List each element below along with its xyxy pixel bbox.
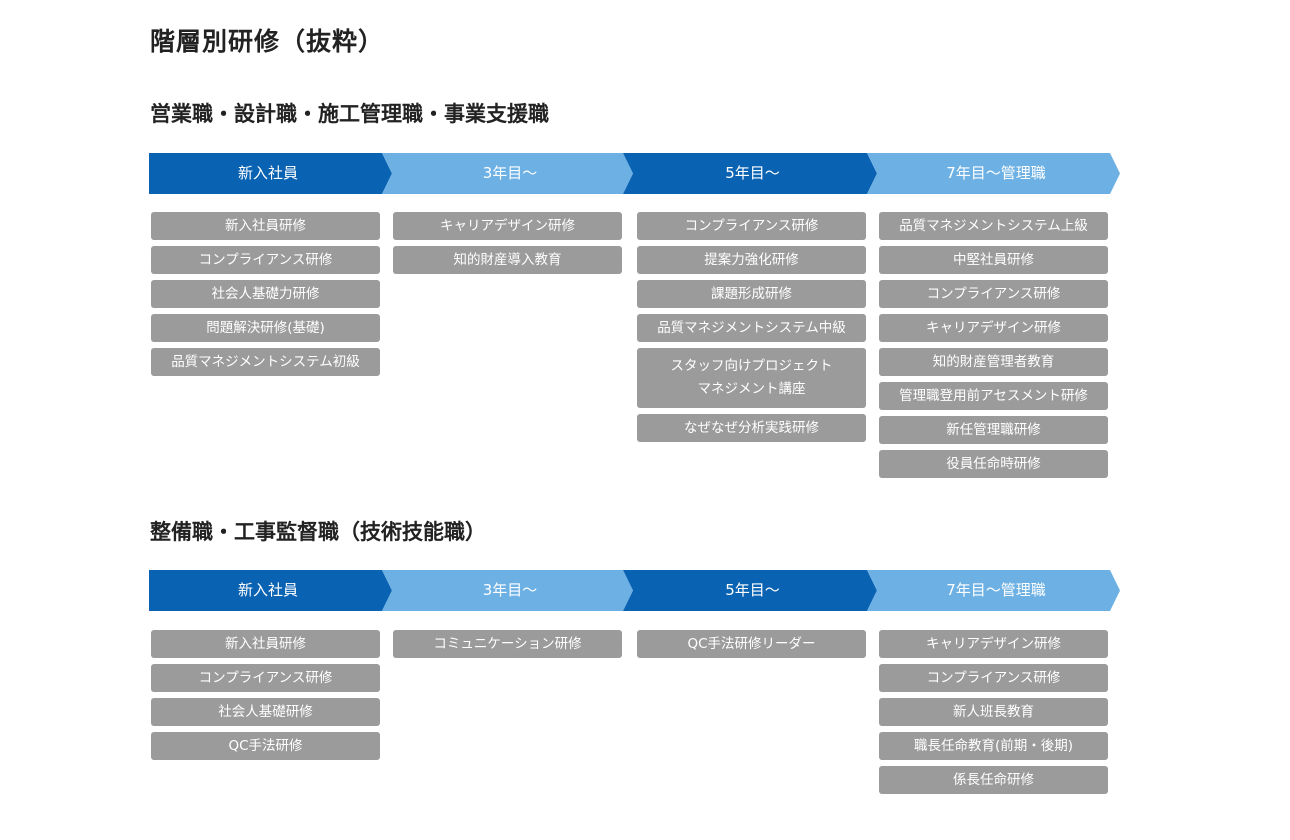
stage-label-new-employee: 新入社員: [237, 164, 298, 182]
stage-arrow-2: [382, 570, 633, 611]
stage-label-year-7-manager: 7年目〜管理職: [946, 164, 1046, 182]
course-box: キャリアデザイン研修: [879, 314, 1108, 342]
stage-arrow-2: [382, 153, 633, 194]
course-box: 知的財産管理者教育: [879, 348, 1108, 376]
course-box: コンプライアンス研修: [151, 246, 380, 274]
course-box: 役員任命時研修: [879, 450, 1108, 478]
stage-arrow-1: [149, 570, 392, 611]
course-box: QC手法研修リーダー: [637, 630, 866, 658]
course-box: 新任管理職研修: [879, 416, 1108, 444]
course-box: 社会人基礎力研修: [151, 280, 380, 308]
stage-arrow-3: [623, 570, 877, 611]
stage-arrow-1: [149, 153, 392, 194]
stage-label-year-3: 3年目〜: [482, 164, 538, 182]
page-title: 階層別研修（抜粋）: [150, 27, 385, 56]
section-title-technical: 整備職・工事監督職（技術技能職）: [150, 520, 486, 544]
course-box: 社会人基礎研修: [151, 698, 380, 726]
course-box: 新入社員研修: [151, 630, 380, 658]
stage-flow-sales: 新入社員 3年目〜 5年目〜 7年目〜管理職: [149, 153, 1120, 194]
course-box: 係長任命研修: [879, 766, 1108, 794]
course-box: キャリアデザイン研修: [393, 212, 622, 240]
course-column: キャリアデザイン研修知的財産導入教育: [393, 212, 622, 280]
course-column: 新入社員研修コンプライアンス研修社会人基礎研修 QC手法研修: [151, 630, 380, 766]
stage-arrow-4: [867, 570, 1120, 611]
stage-arrow-3: [623, 153, 877, 194]
course-box: 品質マネジメントシステム初級: [151, 348, 380, 376]
course-box: 中堅社員研修: [879, 246, 1108, 274]
course-box: コンプライアンス研修: [879, 280, 1108, 308]
stage-arrows: [149, 570, 1120, 611]
course-box: 知的財産導入教育: [393, 246, 622, 274]
course-box: 新人班長教育: [879, 698, 1108, 726]
stage-label-year-3: 3年目〜: [482, 581, 538, 599]
stage-flow-technical: 新入社員 3年目〜 5年目〜 7年目〜管理職: [149, 570, 1120, 611]
course-column: コミュニケーション研修: [393, 630, 622, 664]
course-column: キャリアデザイン研修コンプライアンス研修新人班長教育職長任命教育(前期・後期) 係…: [879, 630, 1108, 800]
course-box: コンプライアンス研修: [879, 664, 1108, 692]
course-box: コンプライアンス研修: [637, 212, 866, 240]
course-box: キャリアデザイン研修: [879, 630, 1108, 658]
stage-arrow-4: [867, 153, 1120, 194]
course-box: 提案力強化研修: [637, 246, 866, 274]
course-box: なぜなぜ分析実践研修: [637, 414, 866, 442]
course-box: 品質マネジメントシステム上級: [879, 212, 1108, 240]
section-title-sales: 営業職・設計職・施工管理職・事業支援職: [150, 102, 549, 126]
stage-label-year-5: 5年目〜: [725, 581, 780, 599]
course-box: 新入社員研修: [151, 212, 380, 240]
course-column: QC手法研修リーダー: [637, 630, 866, 664]
course-box: 管理職登用前アセスメント研修: [879, 382, 1108, 410]
stage-label-year-5: 5年目〜: [725, 164, 780, 182]
course-column: コンプライアンス研修提案力強化研修課題形成研修品質マネジメントシステム中級スタッ…: [637, 212, 866, 448]
stage-label-new-employee: 新入社員: [237, 581, 298, 599]
course-column: 新入社員研修コンプライアンス研修社会人基礎力研修問題解決研修(基礎) 品質マネジメ…: [151, 212, 380, 382]
course-box: QC手法研修: [151, 732, 380, 760]
course-box: 職長任命教育(前期・後期): [879, 732, 1108, 760]
course-box: 課題形成研修: [637, 280, 866, 308]
course-box: コンプライアンス研修: [151, 664, 380, 692]
stage-arrows: [149, 153, 1120, 194]
course-box: 品質マネジメントシステム中級: [637, 314, 866, 342]
course-column: 品質マネジメントシステム上級中堅社員研修コンプライアンス研修キャリアデザイン研修…: [879, 212, 1108, 484]
course-box: スタッフ向けプロジェクト マネジメント講座: [637, 348, 866, 408]
course-box: コミュニケーション研修: [393, 630, 622, 658]
stage-label-year-7-manager: 7年目〜管理職: [946, 581, 1046, 599]
course-box: 問題解決研修(基礎): [151, 314, 380, 342]
